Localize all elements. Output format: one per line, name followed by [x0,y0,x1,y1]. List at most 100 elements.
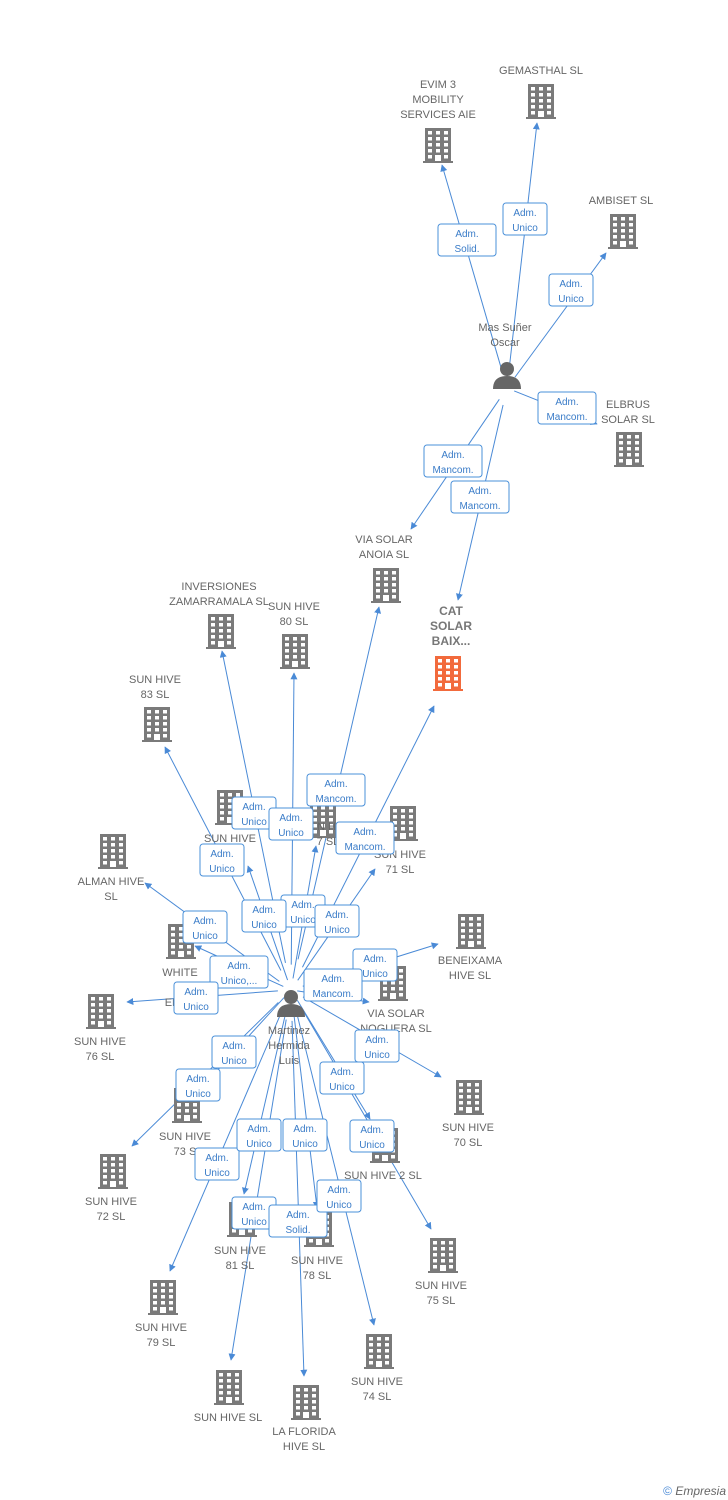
relation-text: Adm. [210,849,233,860]
relation-label[interactable]: Adm.Mancom. [335,821,395,855]
node-label: CAT [439,604,463,618]
node-label: 80 SL [280,616,309,628]
relation-text: Unico [324,925,350,936]
edges-layer [126,122,607,1377]
relation-text: Unico [512,223,538,234]
node-label: 81 SL [226,1260,255,1272]
relation-label[interactable]: Adm. Unico [314,904,360,938]
node-label: SUN HIVE [129,674,181,686]
node-sh77[interactable]: N HI7 SL [308,803,339,848]
node-label: SUN HIVE [351,1376,403,1388]
relation-label[interactable]: Adm.Unico [352,948,398,982]
relation-label[interactable]: Adm.Mancom. [450,480,510,514]
relation-label[interactable]: Adm.Unico [211,1035,257,1069]
relation-label[interactable]: Adm.Unico [316,1179,362,1213]
relation-text: Adm. [205,1153,228,1164]
relation-label[interactable]: Adm.Solid. [268,1204,328,1238]
building-icon [291,1385,321,1420]
building-icon [388,806,418,841]
node-label: AMBISET SL [589,195,654,207]
relation-label[interactable]: Adm.Unico [349,1119,395,1153]
relation-text: Adm. [279,813,302,824]
relation-text: Adm. [330,1067,353,1078]
relation-text: Adm. [291,900,314,911]
relation-text: Adm. [325,910,348,921]
relation-label[interactable]: Adm.Unico,... [209,955,269,989]
edge-martinez-sh2 [296,1000,371,1120]
node-label: SOLAR SL [601,414,655,426]
relation-label[interactable]: Adm.Mancom. [303,968,363,1002]
relation-label[interactable]: Adm.Unico [241,899,287,933]
brand-logo[interactable]: Empresia [675,1484,726,1498]
relation-text: Adm. [184,987,207,998]
relation-label[interactable]: Adm.Mancom. [306,773,366,807]
relation-label[interactable]: Adm. Unico [319,1061,365,1095]
edge-martinez-sh75 [301,1008,432,1230]
building-icon [214,1370,244,1405]
relation-label[interactable]: Adm.Unico [175,1068,221,1102]
relation-label[interactable]: Adm.Unico [502,202,548,236]
building-icon [423,128,453,163]
relation-label[interactable]: Adm.Unico [236,1118,282,1152]
relation-text: Unico [251,920,277,931]
relation-text: Unico [241,817,267,828]
relation-label[interactable]: Adm. Unico [199,843,245,877]
relation-text: Unico [364,1050,390,1061]
relation-label[interactable]: Adm.Unico [268,807,314,841]
relation-text: Adm. [293,1124,316,1135]
node-label: SUN HIVE [204,833,256,845]
relation-text: Unico,... [221,976,258,987]
node-gemasthal[interactable]: GEMASTHAL SL [499,65,583,119]
node-sh80[interactable]: SUN HIVE 80 SL [268,601,320,669]
relation-label[interactable]: Adm.Unico [182,910,228,944]
node-label: SUN HIVE [268,601,320,613]
node-label: 72 SL [97,1211,126,1223]
relation-label[interactable]: Adm.Mancom. [423,444,483,478]
relation-text: Unico [209,864,235,875]
building-icon [280,634,310,669]
node-elbrus[interactable]: ELBRUS SOLAR SL [601,399,655,467]
relation-label[interactable]: Adm.Unico [231,796,277,830]
relation-text: Unico [362,969,388,980]
node-label: 79 SL [147,1337,176,1349]
building-icon [86,994,116,1029]
node-label: ANOIA SL [359,549,409,561]
relation-label[interactable]: Adm.Unico [173,981,219,1015]
edge-martinez-shsl [228,1019,287,1361]
relation-text: Unico [558,294,584,305]
relation-text: Unico [359,1140,385,1151]
relation-label[interactable]: Adm.Unico [194,1147,240,1181]
relation-text: Unico [329,1082,355,1093]
node-shsl[interactable]: SUN HIVE SL [194,1370,262,1424]
node-label: INVERSIONES [181,581,256,593]
node-cat[interactable]: CATSOLARBAIX... [430,604,472,691]
building-icon [142,707,172,742]
node-label: 75 SL [427,1295,456,1307]
relation-label[interactable]: Adm.Mancom. [537,391,597,425]
edge-martinez-sh79 [169,1012,282,1272]
node-label: 78 SL [303,1270,332,1282]
relation-label[interactable]: Adm.Unico [354,1029,400,1063]
relation-label[interactable]: Adm.Unico [548,273,594,307]
relation-text: Adm. [242,1202,265,1213]
relation-label[interactable]: Adm.Solid. [437,223,497,257]
relation-label[interactable]: Adm.Unico [282,1118,328,1152]
building-icon [456,914,486,949]
node-ambiset[interactable]: AMBISET SL [589,195,654,249]
node-label: ELBRUS [606,399,650,411]
